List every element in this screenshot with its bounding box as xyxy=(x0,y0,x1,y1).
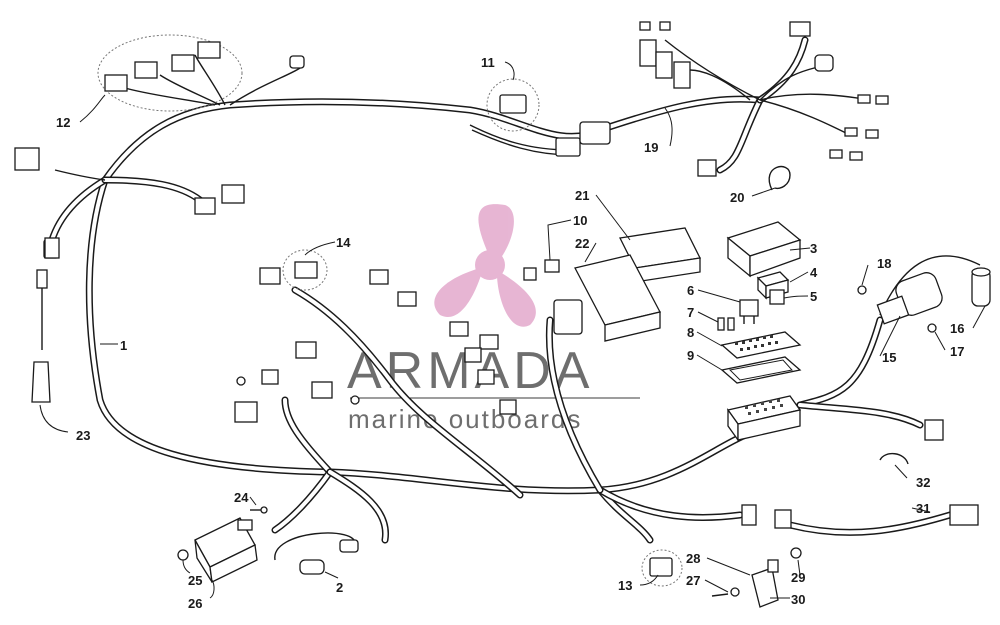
part-16-cap xyxy=(971,267,991,307)
callout-31: 31 xyxy=(916,501,930,516)
callout-27: 27 xyxy=(686,573,700,588)
armada-watermark: ARMADA marine outboards xyxy=(347,204,640,434)
callout-11: 11 xyxy=(481,55,495,70)
callout-25: 25 xyxy=(188,573,202,588)
callout-10: 10 xyxy=(573,213,587,228)
part-28-washer xyxy=(730,587,740,597)
callout-19: 19 xyxy=(644,140,658,155)
callout-23: 23 xyxy=(76,428,90,443)
part-30-bracket xyxy=(751,559,779,608)
callout-16: 16 xyxy=(950,321,964,336)
part-14-connector-group xyxy=(234,249,517,423)
part-15-solenoid xyxy=(876,272,943,325)
part-29-nut xyxy=(790,547,802,559)
callout-3: 3 xyxy=(810,241,817,256)
part-20-clip xyxy=(768,165,791,191)
part-25-nut xyxy=(177,549,189,561)
part-23-sensor xyxy=(31,239,59,403)
part-13-connector xyxy=(641,549,683,587)
callout-13: 13 xyxy=(618,578,632,593)
callout-28: 28 xyxy=(686,551,700,566)
part-5-relay xyxy=(769,289,785,305)
callout-32: 32 xyxy=(916,475,930,490)
callout-15: 15 xyxy=(882,350,896,365)
part-3-fuse-box-cover xyxy=(726,221,802,278)
part-24-bolt xyxy=(250,506,268,514)
callout-18: 18 xyxy=(877,256,891,271)
propeller-logo-icon xyxy=(434,204,536,327)
callout-9: 9 xyxy=(687,348,694,363)
part-10-connectors xyxy=(523,259,560,281)
callout-8: 8 xyxy=(687,325,694,340)
callout-24: 24 xyxy=(234,490,249,505)
part-22-ecm xyxy=(553,254,661,342)
callout-5: 5 xyxy=(810,289,817,304)
part-8-fuse-panel xyxy=(720,331,802,359)
part-2-sensor-lead xyxy=(274,532,359,575)
callout-14: 14 xyxy=(336,235,351,250)
part-32-clip xyxy=(879,453,909,465)
part-12-connector-group xyxy=(97,34,305,112)
callout-26: 26 xyxy=(188,596,202,611)
part-26-regulator xyxy=(194,517,258,583)
leader-lines xyxy=(39,61,986,599)
misc-connectors xyxy=(14,147,944,441)
fuse-block xyxy=(726,395,802,443)
main-harness xyxy=(48,36,954,544)
callout-4: 4 xyxy=(810,265,818,280)
part-9-gasket xyxy=(720,356,802,384)
callout-29: 29 xyxy=(791,570,805,585)
part-18-screw xyxy=(857,285,867,295)
callout-2: 2 xyxy=(336,580,343,595)
callout-21: 21 xyxy=(575,188,589,203)
callout-7: 7 xyxy=(687,305,694,320)
part-6-relay xyxy=(739,299,759,324)
part-27-bolt xyxy=(711,593,729,597)
callout-20: 20 xyxy=(730,190,744,205)
callout-12: 12 xyxy=(56,115,70,130)
callout-6: 6 xyxy=(687,283,694,298)
part-11-connector xyxy=(486,78,611,157)
callout-labels: 1 2 3 4 5 6 7 8 9 10 11 12 13 14 15 16 1… xyxy=(56,55,964,611)
part-21-ecm-cover xyxy=(619,227,701,283)
callout-30: 30 xyxy=(791,592,805,607)
callout-17: 17 xyxy=(950,344,964,359)
callout-1: 1 xyxy=(120,338,127,353)
callout-22: 22 xyxy=(575,236,589,251)
part-31-connector xyxy=(741,504,979,529)
part-17-screw xyxy=(927,323,937,333)
brand-tagline: marine outboards xyxy=(348,404,582,434)
part-19-branch-connectors xyxy=(639,21,889,177)
part-7-fuses xyxy=(717,317,735,331)
